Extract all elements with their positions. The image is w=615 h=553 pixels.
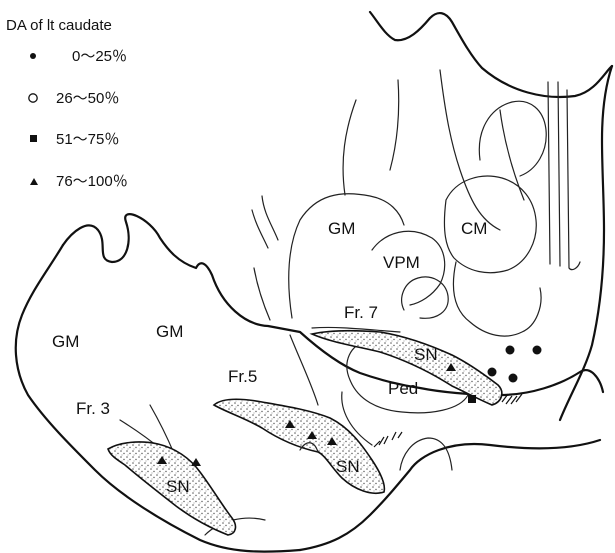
legend-title: DA of lt caudate (6, 17, 112, 34)
bottom-arch (400, 438, 452, 470)
top-outline (370, 12, 612, 97)
label-vpm: VPM (383, 253, 420, 272)
substantia-nigra-regions (108, 331, 502, 535)
hatch-marks (374, 394, 522, 447)
legend-filled-square-icon (30, 135, 37, 142)
marker-filled-circle (506, 346, 515, 355)
upper-midline-right (390, 80, 399, 170)
upper-curve-2 (262, 196, 278, 240)
label-gm-left: GM (52, 332, 79, 351)
thin-vertical-1 (548, 82, 550, 264)
lower-left-contour (16, 245, 300, 552)
label-sn-middle: SN (336, 457, 360, 476)
sn-middle-region (214, 399, 384, 493)
upper-curve-1 (440, 70, 500, 230)
legend-label-1: 0～25％ (72, 48, 127, 65)
upper-curve-3 (252, 210, 268, 248)
marker-filled-square (468, 395, 476, 403)
label-gm-middle: GM (156, 322, 183, 341)
label-gm-upper: GM (328, 219, 355, 238)
legend-label-3: 51～75％ (56, 131, 119, 148)
marker-filled-circle (509, 374, 518, 383)
marker-filled-circle (488, 368, 497, 377)
label-ped: Ped (388, 379, 418, 398)
label-sn-lower: SN (166, 477, 190, 496)
label-fr7: Fr. 7 (344, 303, 378, 322)
fr5-divider-2 (290, 335, 318, 405)
label-cm: CM (461, 219, 487, 238)
label-fr3: Fr. 3 (76, 399, 110, 418)
marker-filled-circle (533, 346, 542, 355)
label-sn-upper: SN (414, 345, 438, 364)
legend-label-4: 76～100％ (56, 173, 128, 190)
legend: DA of lt caudate 0～25％ 26～50％ 51～75％ 76～… (6, 17, 128, 190)
vpm-inner (402, 277, 449, 318)
left-outline (63, 214, 603, 395)
upper-midline-left (343, 100, 356, 195)
legend-filled-circle-icon (30, 53, 36, 59)
fr5-divider (254, 268, 270, 320)
label-fr5: Fr.5 (228, 367, 257, 386)
cm-lower-lobe (453, 262, 541, 336)
cm-upper-lobe (479, 101, 546, 176)
legend-label-2: 26～50％ (56, 90, 119, 107)
legend-filled-triangle-icon (30, 178, 38, 185)
legend-open-circle-icon (29, 94, 37, 102)
thin-vertical-3 (567, 90, 580, 270)
right-upper-tract (500, 110, 524, 200)
thin-vertical-2 (558, 82, 560, 266)
